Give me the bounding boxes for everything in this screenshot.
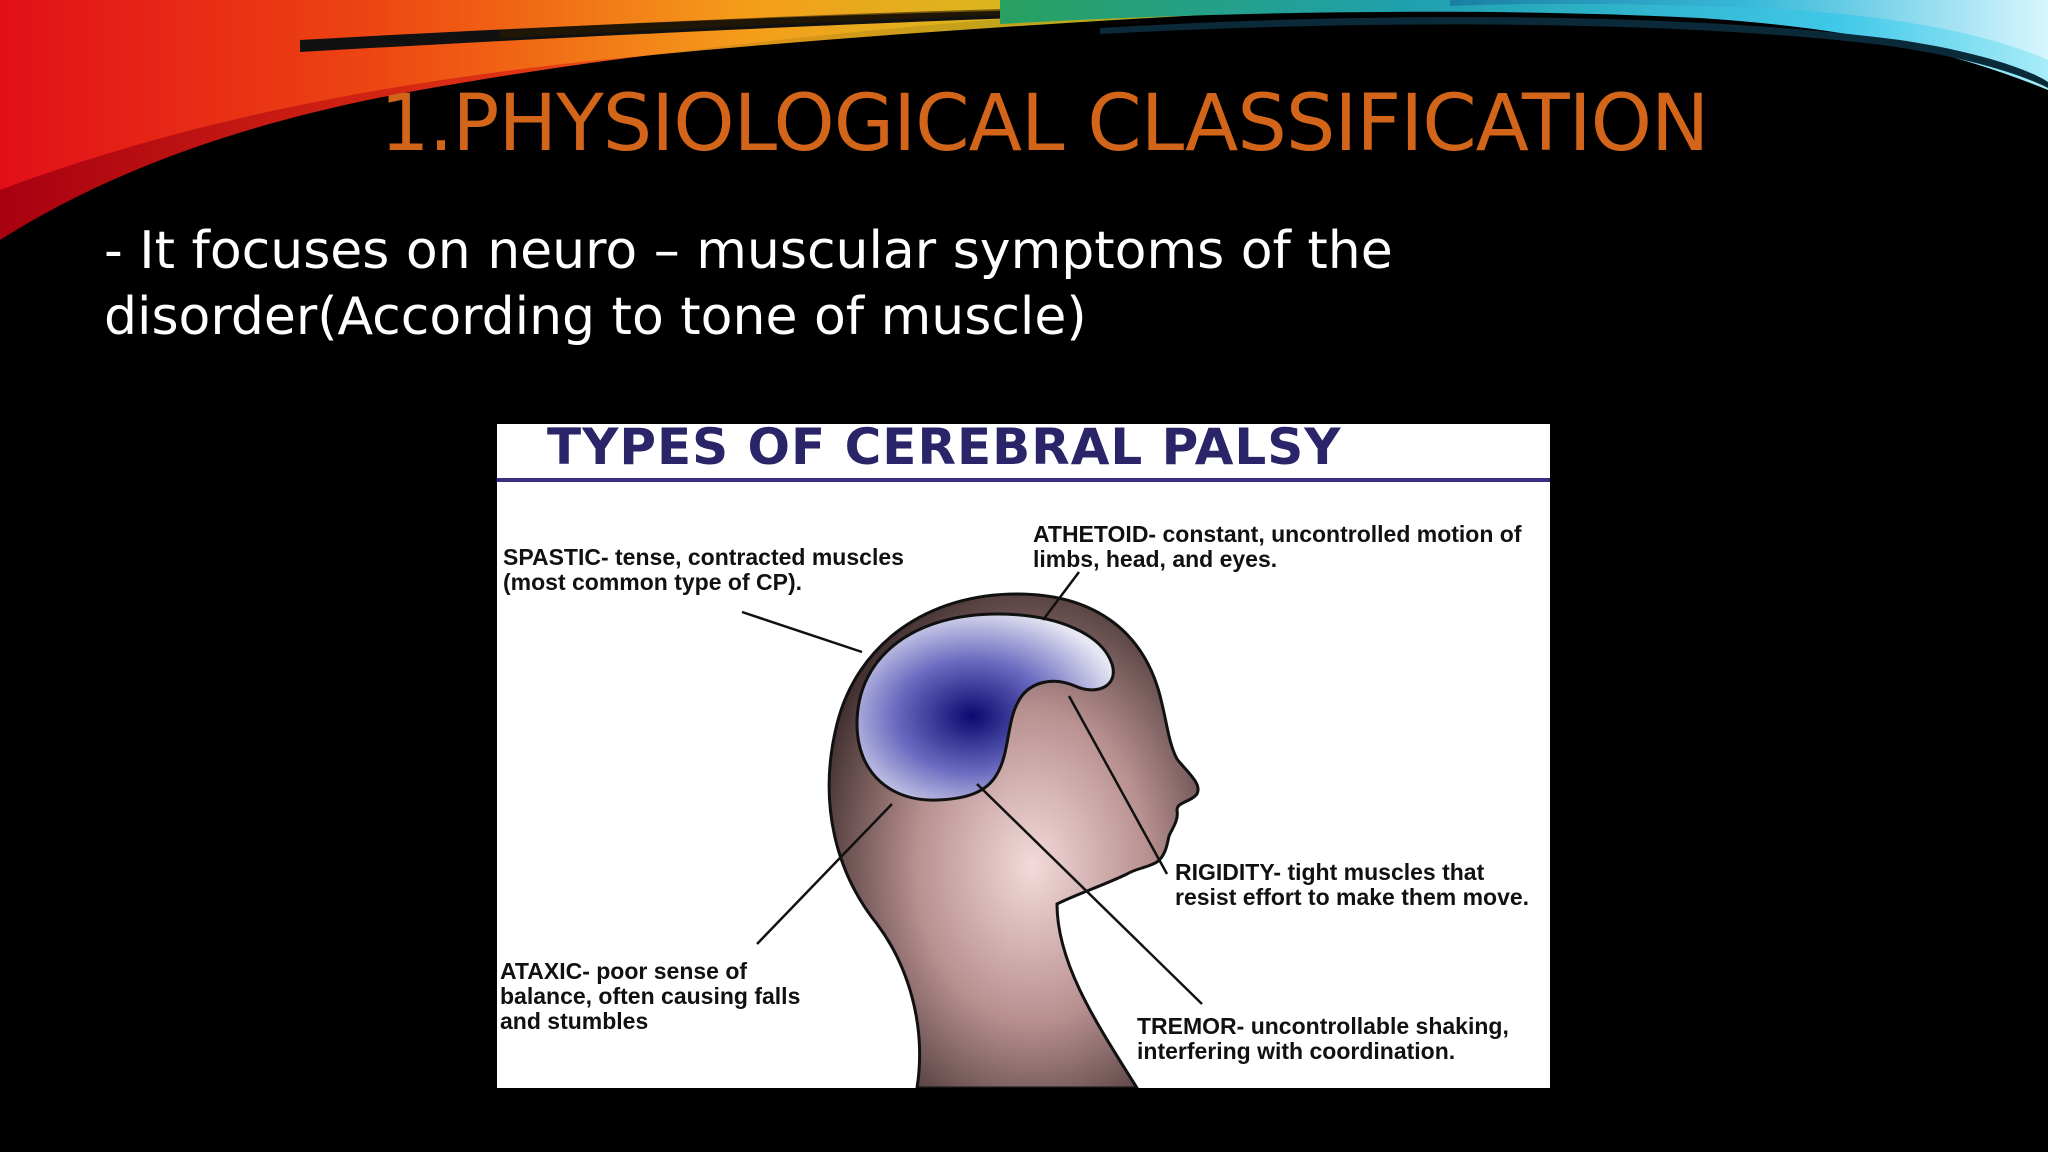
athetoid-pointer bbox=[1042, 571, 1080, 621]
label-tremor: TREMOR- uncontrollable shaking, interfer… bbox=[1137, 1013, 1509, 1064]
brain-shape bbox=[855, 612, 1115, 802]
decorative-swoosh bbox=[0, 0, 2048, 240]
rigidity-pointer bbox=[1067, 695, 1169, 875]
label-ataxic: ATAXIC- poor sense of balance, often cau… bbox=[500, 958, 801, 1034]
diagram-title: TYPES OF CEREBRAL PALSY bbox=[547, 424, 1342, 476]
slide-subtitle: - It focuses on neuro – muscular symptom… bbox=[104, 221, 1393, 347]
diagram-title-rule bbox=[497, 478, 1550, 482]
tremor-pointer bbox=[976, 783, 1203, 1005]
spastic-pointer bbox=[741, 610, 863, 654]
head-illustration bbox=[741, 571, 1203, 1088]
ataxic-pointer bbox=[756, 803, 893, 945]
slide-title: 1.PHYSIOLOGICAL CLASSIFICATION bbox=[380, 79, 1709, 169]
label-rigidity: RIGIDITY- tight muscles that resist effo… bbox=[1175, 859, 1530, 910]
label-athetoid: ATHETOID- constant, uncontrolled motion … bbox=[1033, 521, 1522, 572]
cerebral-palsy-diagram: TYPES OF CEREBRAL PALSY bbox=[497, 424, 1550, 1088]
label-spastic: SPASTIC- tense, contracted muscles (most… bbox=[503, 544, 904, 595]
